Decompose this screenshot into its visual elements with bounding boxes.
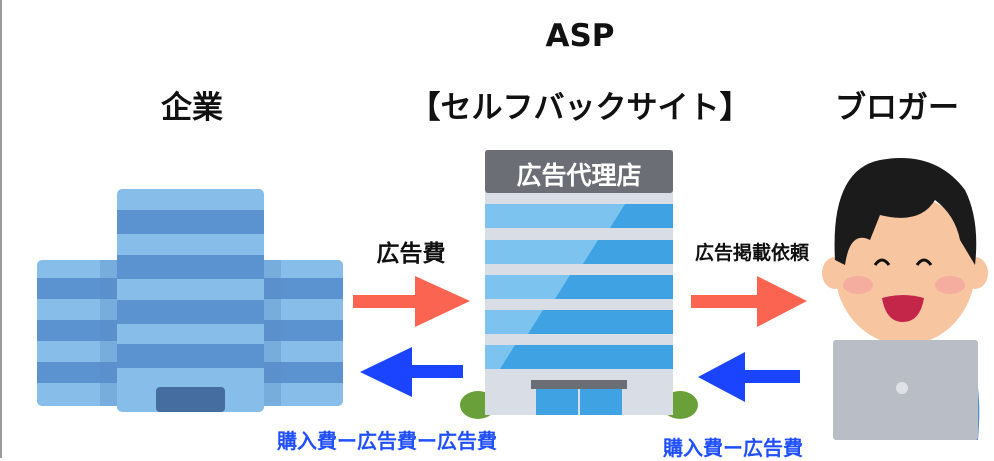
label-asp-to-company-return: 購入費ー広告費ー広告費 — [277, 429, 497, 453]
company-label: 企業 — [161, 90, 223, 126]
company-building-icon — [37, 189, 343, 412]
asp-title: ASP — [545, 18, 615, 54]
agency-sign-label: 広告代理店 — [516, 161, 642, 190]
asp-subtitle: 【セルフバックサイト】 — [409, 90, 751, 126]
arrow-company-to-asp — [353, 276, 470, 327]
left-border — [0, 0, 2, 458]
arrow-asp-to-company — [360, 347, 463, 397]
blogger-label: ブロガー — [835, 90, 959, 126]
ad-agency-building-icon — [460, 150, 698, 419]
arrow-asp-to-blogger — [691, 276, 807, 327]
label-asp-to-blogger: 広告掲載依頼 — [694, 242, 810, 264]
label-company-to-asp: 広告費 — [376, 241, 446, 267]
blogger-person-icon — [822, 158, 988, 440]
arrow-blogger-to-asp — [698, 352, 800, 402]
label-blogger-to-asp-return: 購入費ー広告費 — [663, 436, 803, 460]
